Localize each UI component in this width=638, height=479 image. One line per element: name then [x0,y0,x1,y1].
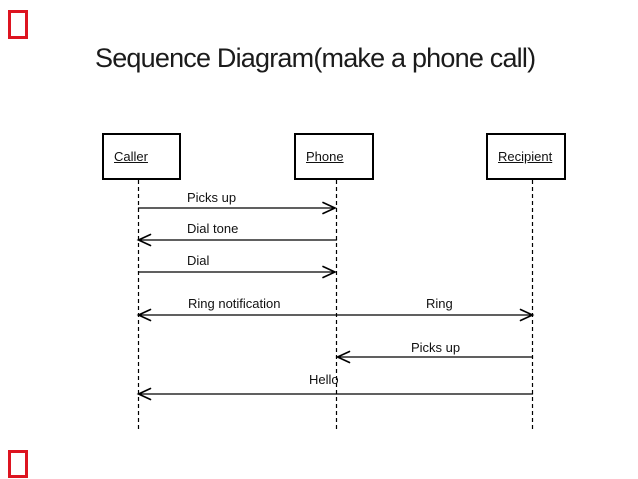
message-arrow-picks-up-1 [137,201,337,215]
actor-label-recipient: Recipient [498,149,553,164]
actor-label-phone: Phone [306,149,344,164]
actor-box-recipient: Recipient [486,133,566,180]
message-label-ring: Ring [426,296,453,311]
message-arrow-hello [136,387,534,401]
slide-title: Sequence Diagram(make a phone call) [95,43,536,73]
message-label-picks-up-2: Picks up [411,340,461,355]
red-marker-top-left [8,10,28,39]
message-label-dial-tone: Dial tone [187,221,239,236]
message-arrow-ring-notification-ring [136,308,535,322]
actor-box-phone: Phone [294,133,374,180]
actor-label-caller: Caller [114,149,148,164]
message-label-hello: Hello [309,372,339,387]
message-arrow-picks-up-2 [335,350,534,364]
actor-box-caller: Caller [102,133,181,180]
red-marker-bottom-left [8,450,28,478]
message-label-dial: Dial [187,253,210,268]
message-label-picks-up-1: Picks up [187,190,237,205]
message-arrow-dial [137,265,337,279]
message-arrow-dial-tone [136,233,338,247]
message-label-ring-notification: Ring notification [188,296,281,311]
